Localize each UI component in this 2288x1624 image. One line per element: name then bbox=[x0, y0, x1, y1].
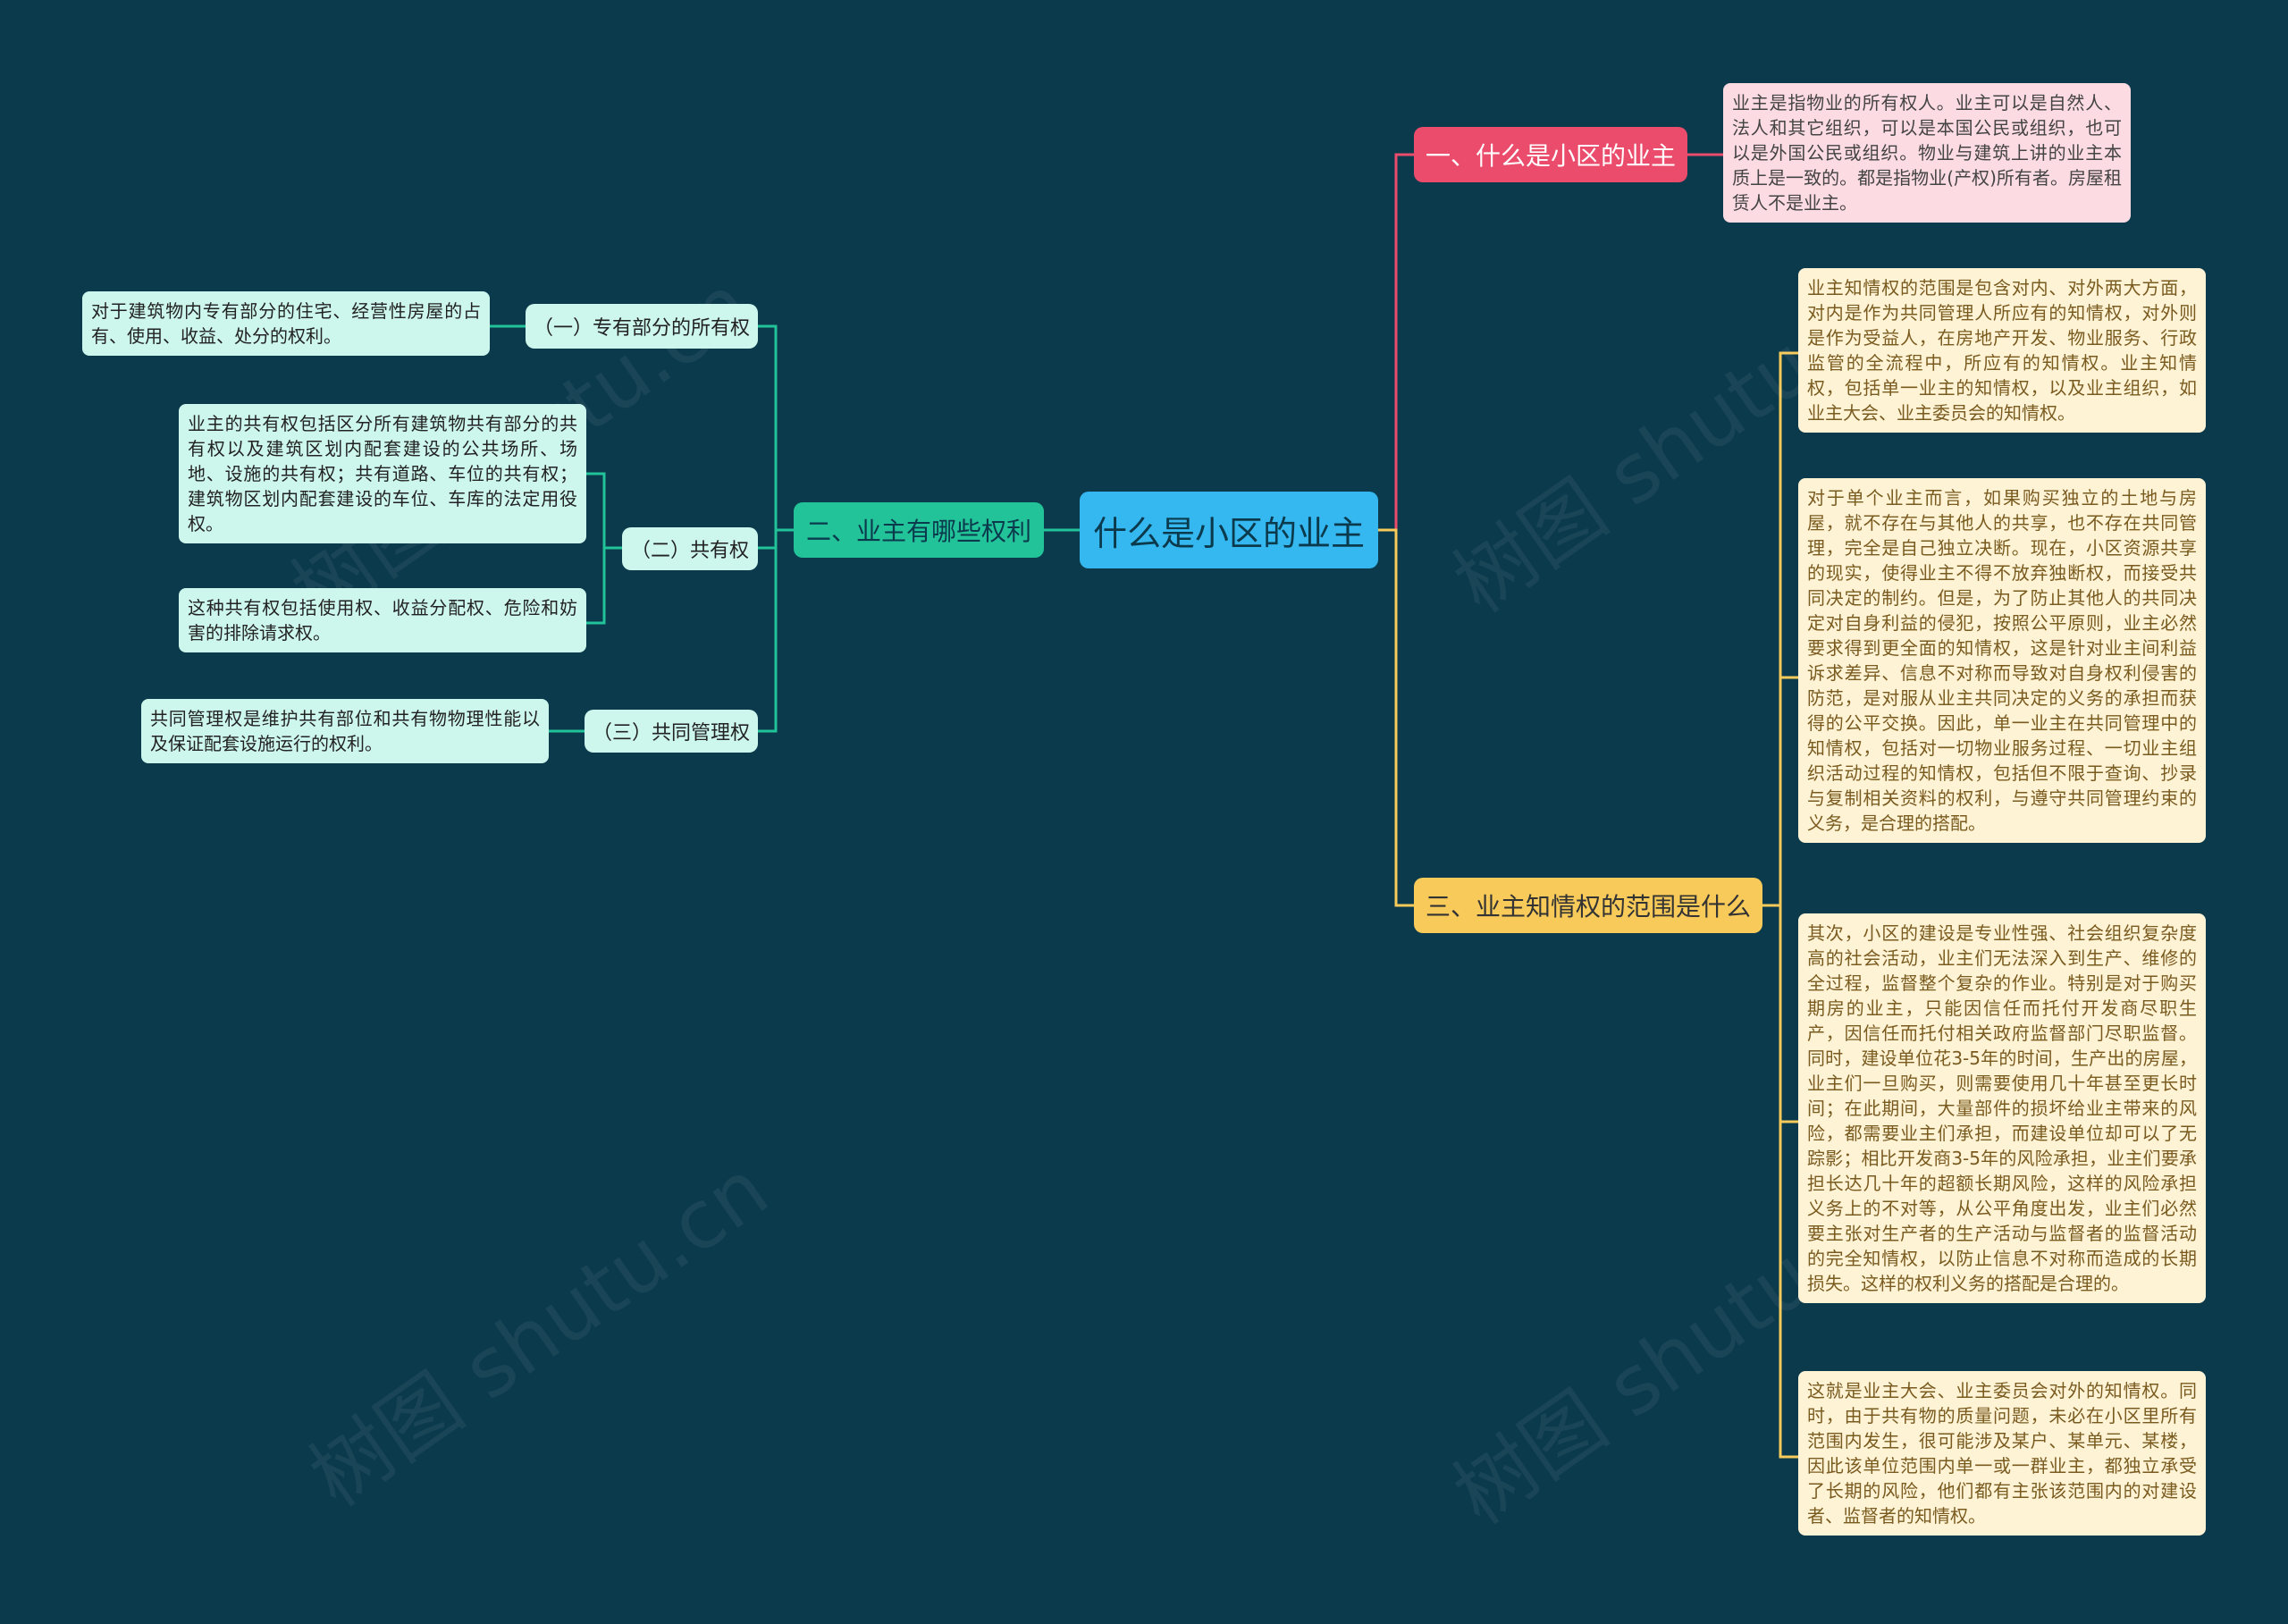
link-root-b1 bbox=[1378, 153, 1414, 532]
branch-owner-rights[interactable]: 二、业主有哪些权利 bbox=[794, 502, 1044, 558]
leaf-owner-definition: 业主是指物业的所有权人。业主可以是自然人、法人和其它组织，可以是本国公民或组织，… bbox=[1723, 83, 2131, 223]
link-sub2-leaves bbox=[586, 472, 622, 625]
branch-right-to-know[interactable]: 三、业主知情权的范围是什么 bbox=[1414, 878, 1762, 933]
link-b2-subs bbox=[758, 324, 794, 733]
sub-joint-management[interactable]: （三）共同管理权 bbox=[585, 710, 758, 753]
root-topic[interactable]: 什么是小区的业主 bbox=[1080, 492, 1378, 568]
link-root-b3 bbox=[1378, 528, 1414, 907]
leaf-co-ownership-rights: 这种共有权包括使用权、收益分配权、危险和妨害的排除请求权。 bbox=[179, 588, 586, 652]
leaf-exclusive-ownership: 对于建筑物内专有部分的住宅、经营性房屋的占有、使用、收益、处分的权利。 bbox=[82, 291, 490, 356]
leaf-construction-risk: 其次，小区的建设是专业性强、社会组织复杂度高的社会活动，业主们无法深入到生产、维… bbox=[1798, 913, 2206, 1303]
link-b3-leaves bbox=[1762, 351, 1798, 1459]
branch-what-is-owner[interactable]: 一、什么是小区的业主 bbox=[1414, 127, 1687, 182]
leaf-co-ownership-scope: 业主的共有权包括区分所有建筑物共有部分的共有权以及建筑区划内配套建设的公共场所、… bbox=[179, 404, 586, 543]
sub-exclusive-ownership[interactable]: （一）专有部分的所有权 bbox=[526, 304, 758, 349]
sub-co-ownership[interactable]: （二）共有权 bbox=[622, 527, 758, 570]
leaf-single-owner: 对于单个业主而言，如果购买独立的土地与房屋，就不存在与其他人的共享，也不存在共同… bbox=[1798, 478, 2206, 843]
leaf-joint-management: 共同管理权是维护共有部位和共有物物理性能以及保证配套设施运行的权利。 bbox=[141, 699, 549, 763]
leaf-external-right: 这就是业主大会、业主委员会对外的知情权。同时，由于共有物的质量问题，未必在小区里… bbox=[1798, 1371, 2206, 1536]
leaf-right-to-know-scope: 业主知情权的范围是包含对内、对外两大方面，对内是作为共同管理人所应有的知情权，对… bbox=[1798, 268, 2206, 433]
